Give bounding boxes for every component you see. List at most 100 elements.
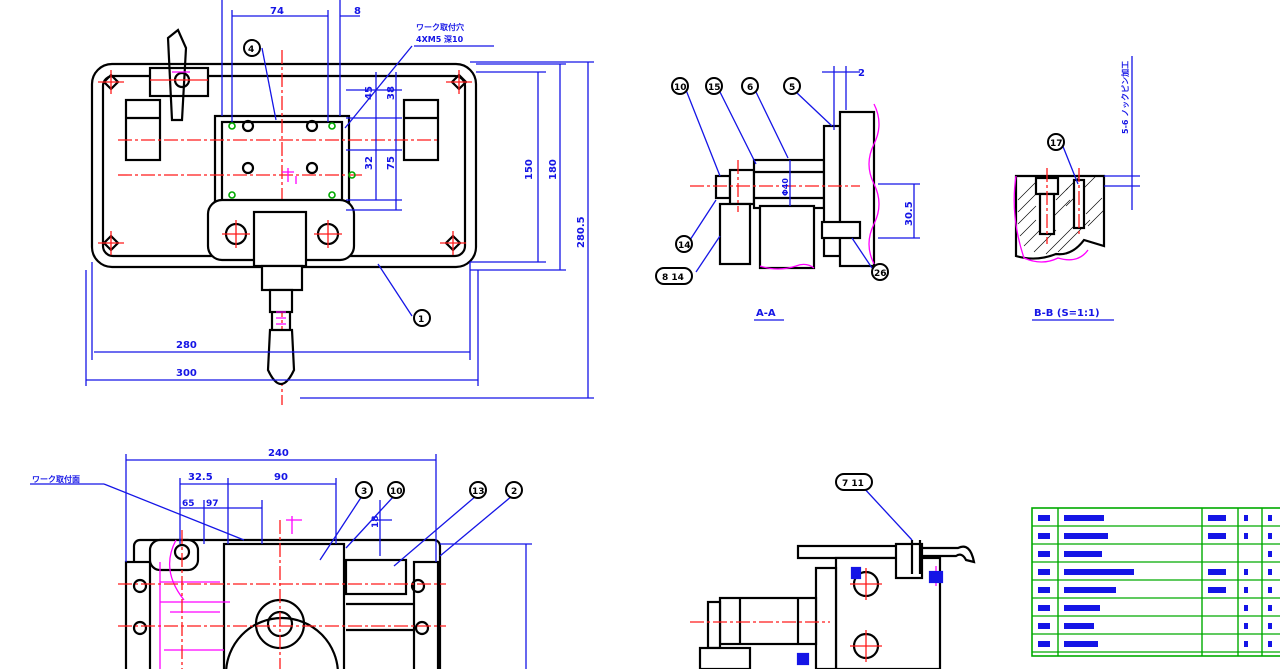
corner-holes: [98, 70, 472, 255]
side-shaft: [718, 596, 818, 646]
dim-280-5: 280.5: [576, 216, 587, 248]
aa-plate: [838, 110, 876, 268]
work-surface-note: ワーク取付面: [32, 474, 80, 484]
balloon-6: 6: [741, 77, 759, 95]
dim-74: 74: [270, 6, 284, 17]
parts-table-no-cell: [1038, 533, 1050, 539]
section-aa-label: A-A: [756, 308, 776, 319]
dim-180: 180: [548, 159, 559, 180]
svg-text:14: 14: [678, 241, 691, 251]
svg-text:7 11: 7 11: [842, 479, 864, 489]
aa-dim-phi40: Φ40: [781, 178, 790, 196]
bottom-dim-97: 97: [206, 499, 219, 509]
parts-table-name-cell: [1064, 551, 1102, 557]
parts-table-no-cell: [1038, 587, 1050, 593]
front-view: 74 8 280 300 150 180 280.5 45 38 32 75 ワ…: [85, 0, 594, 405]
aa-dim-30-5: 30.5: [904, 201, 915, 226]
svg-text:8 14: 8 14: [662, 273, 684, 283]
parts-table-name-cell: [1064, 605, 1100, 611]
guide-block-right: [402, 98, 440, 162]
section-a-a: 2 30.5 Φ40 10 15 6 5 14 8 14 26 A-A: [655, 66, 920, 321]
svg-text:15: 15: [708, 83, 721, 93]
svg-text:13: 13: [472, 487, 485, 497]
balloon-26: 26: [871, 263, 889, 281]
bottom-view: 240 32.5 90 65 97 18 ワーク取付面 3 10 13 2: [30, 448, 532, 669]
svg-text:10: 10: [390, 487, 403, 497]
svg-text:10: 10: [674, 83, 687, 93]
side-view: 7 11: [690, 473, 976, 669]
shaft-block: [260, 264, 304, 292]
bottom-dim-90: 90: [274, 472, 288, 483]
bb-knock-pin-note: 5-6 ノックピン加工: [1120, 61, 1130, 134]
parts-table-name-cell: [1064, 587, 1116, 593]
balloon-13: 13: [469, 481, 487, 499]
svg-text:17: 17: [1050, 139, 1063, 149]
parts-table-name-cell: [1064, 533, 1108, 539]
guide-block-left: [124, 98, 162, 162]
front-dimensions: [85, 0, 594, 399]
svg-text:26: 26: [874, 269, 887, 279]
dim-8: 8: [354, 6, 361, 17]
parts-table-note-cell: [1268, 551, 1272, 557]
balloon-3: 3: [355, 481, 373, 499]
balloon-15: 15: [705, 77, 723, 95]
parts-table-name-cell: [1064, 569, 1134, 575]
parts-table-note-cell: [1268, 605, 1272, 611]
balloon-5: 5: [783, 77, 801, 95]
balloon-4: 4: [243, 39, 261, 57]
section-bb-label: B-B (S=1:1): [1034, 308, 1100, 319]
parts-table-mark-cell: [1244, 623, 1248, 629]
aa-dim-2: 2: [858, 68, 865, 79]
work-holes: [228, 119, 356, 199]
dim-32: 32: [364, 156, 375, 170]
parts-table-qty-cell: [1208, 569, 1226, 575]
parts-table-note-cell: [1268, 587, 1272, 593]
section-b-b: 5-6 ノックピン加工 17 B-B (S=1:1): [1013, 56, 1140, 321]
parts-table-name-cell: [1064, 623, 1094, 629]
balloon-17: 17: [1047, 133, 1065, 151]
parts-table-name-cell: [1064, 641, 1098, 647]
parts-list-table: [1031, 507, 1280, 657]
parts-table-qty-cell: [1208, 587, 1226, 593]
aa-bearing: [758, 204, 816, 270]
parts-table-qty-cell: [1208, 515, 1226, 521]
parts-table-no-cell: [1038, 515, 1050, 521]
dim-300: 300: [176, 368, 197, 379]
work-hole-note-line1: ワーク取付穴: [416, 22, 464, 32]
balloon-8-14: 8 14: [655, 267, 693, 285]
bottom-dim-32-5: 32.5: [188, 472, 213, 483]
balloon-10: 10: [671, 77, 689, 95]
svg-text:4: 4: [248, 45, 254, 55]
parts-table-note-cell: [1268, 515, 1272, 521]
bottom-motor-housing: [222, 542, 346, 669]
bottom-dim-65: 65: [182, 499, 195, 509]
toggle-clamp: [148, 28, 210, 122]
dim-150: 150: [524, 159, 535, 180]
parts-table-name-cell: [1064, 515, 1104, 521]
bottom-wheel: [225, 616, 339, 669]
parts-table-note-cell: [1268, 641, 1272, 647]
balloon-2: 2: [505, 481, 523, 499]
svg-text:5: 5: [789, 83, 795, 93]
parts-table-no-cell: [1038, 605, 1050, 611]
handle-knob: [266, 328, 296, 386]
parts-table-note-cell: [1268, 623, 1272, 629]
dim-75: 75: [386, 156, 397, 170]
svg-text:1: 1: [418, 315, 424, 325]
parts-table-mark-cell: [1244, 605, 1248, 611]
bottom-dim-18: 18: [371, 515, 381, 528]
parts-table-no-cell: [1038, 569, 1050, 575]
dim-38: 38: [386, 86, 397, 100]
dim-45: 45: [364, 86, 375, 100]
bottom-dim-240: 240: [268, 448, 289, 459]
parts-table-mark-cell: [1244, 533, 1248, 539]
balloon-14: 14: [675, 235, 693, 253]
parts-table-mark-cell: [1244, 587, 1248, 593]
svg-text:2: 2: [511, 487, 517, 497]
parts-table-qty-cell: [1208, 533, 1226, 539]
parts-table-no-cell: [1038, 623, 1050, 629]
parts-table-note-cell: [1268, 569, 1272, 575]
parts-table-note-cell: [1268, 533, 1272, 539]
svg-text:6: 6: [747, 83, 753, 93]
